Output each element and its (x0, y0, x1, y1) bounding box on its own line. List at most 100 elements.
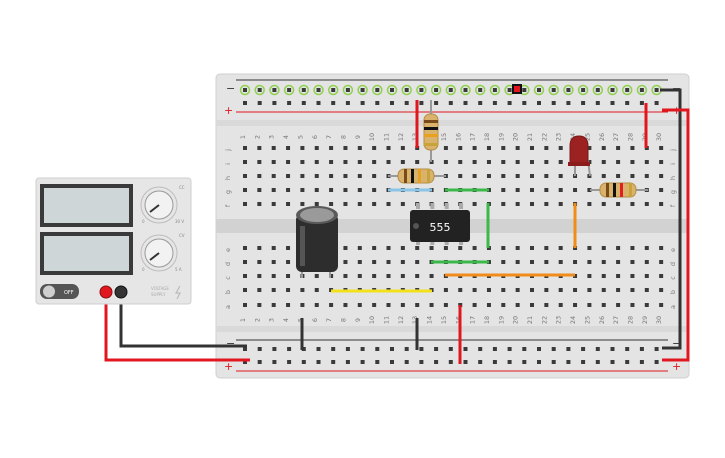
strip-hole[interactable] (300, 160, 305, 164)
strip-hole[interactable] (601, 160, 606, 164)
strip-hole[interactable] (343, 146, 348, 150)
strip-hole[interactable] (458, 288, 463, 292)
strip-hole[interactable] (630, 288, 635, 292)
strip-hole[interactable] (386, 202, 391, 206)
strip-hole[interactable] (415, 260, 420, 264)
strip-hole[interactable] (443, 288, 448, 292)
rail-hole[interactable] (360, 347, 365, 351)
rail-hole[interactable] (404, 360, 409, 364)
rail-hole[interactable] (345, 347, 350, 351)
strip-hole[interactable] (257, 303, 262, 307)
rail-hole[interactable] (507, 360, 512, 364)
rail-hole[interactable] (390, 347, 394, 351)
strip-hole[interactable] (630, 174, 635, 178)
strip-hole[interactable] (314, 174, 319, 178)
strip-hole[interactable] (544, 146, 549, 150)
strip-hole[interactable] (601, 174, 606, 178)
rail-hole[interactable] (243, 360, 247, 364)
strip-hole[interactable] (286, 202, 291, 206)
strip-hole[interactable] (243, 303, 247, 307)
strip-hole[interactable] (243, 174, 247, 178)
strip-hole[interactable] (544, 288, 549, 292)
strip-hole[interactable] (501, 160, 506, 164)
strip-hole[interactable] (458, 174, 463, 178)
rail-hole[interactable] (316, 360, 321, 364)
rail-hole[interactable] (331, 360, 336, 364)
rail-hole[interactable] (448, 360, 453, 364)
rail-hole[interactable] (537, 360, 541, 364)
strip-hole[interactable] (314, 303, 319, 307)
strip-hole[interactable] (343, 188, 348, 192)
strip-hole[interactable] (601, 303, 606, 307)
rail-hole[interactable] (272, 101, 277, 105)
strip-hole[interactable] (415, 303, 420, 307)
strip-hole[interactable] (286, 303, 291, 307)
strip-hole[interactable] (616, 260, 621, 264)
rail-hole[interactable] (551, 101, 556, 105)
rail-hole[interactable] (331, 88, 336, 92)
strip-hole[interactable] (515, 202, 520, 206)
rail-hole[interactable] (610, 101, 615, 105)
strip-hole[interactable] (644, 246, 649, 250)
strip-hole[interactable] (501, 188, 506, 192)
power-supply[interactable]: CC CV 30 V 0 5 A 0 OFF VOLTAGE SUPPLY (35, 177, 192, 305)
rail-hole[interactable] (360, 360, 365, 364)
strip-hole[interactable] (659, 288, 664, 292)
strip-hole[interactable] (300, 288, 305, 292)
strip-hole[interactable] (271, 160, 276, 164)
rail-hole[interactable] (448, 88, 453, 92)
rail-hole[interactable] (537, 88, 541, 92)
strip-hole[interactable] (601, 146, 606, 150)
strip-hole[interactable] (486, 146, 491, 150)
strip-hole[interactable] (515, 188, 520, 192)
strip-hole[interactable] (286, 174, 291, 178)
rail-hole[interactable] (625, 88, 630, 92)
rail-hole[interactable] (478, 347, 483, 351)
rail-hole[interactable] (434, 88, 439, 92)
strip-hole[interactable] (415, 246, 420, 250)
strip-hole[interactable] (558, 146, 563, 150)
strip-hole[interactable] (286, 288, 291, 292)
strip-hole[interactable] (343, 260, 348, 264)
strip-hole[interactable] (400, 160, 405, 164)
strip-hole[interactable] (400, 303, 405, 307)
strip-hole[interactable] (314, 202, 319, 206)
strip-hole[interactable] (558, 288, 563, 292)
strip-hole[interactable] (386, 303, 391, 307)
strip-hole[interactable] (472, 303, 477, 307)
strip-hole[interactable] (515, 303, 520, 307)
rail-hole[interactable] (419, 360, 424, 364)
strip-hole[interactable] (257, 202, 262, 206)
rail-hole[interactable] (448, 347, 453, 351)
rail-hole[interactable] (331, 347, 336, 351)
strip-hole[interactable] (286, 146, 291, 150)
rail-hole[interactable] (639, 101, 644, 105)
strip-hole[interactable] (271, 202, 276, 206)
strip-hole[interactable] (257, 260, 262, 264)
resistor-vertical[interactable] (423, 100, 439, 162)
strip-hole[interactable] (357, 146, 362, 150)
strip-hole[interactable] (386, 160, 391, 164)
strip-hole[interactable] (530, 160, 534, 164)
strip-hole[interactable] (530, 146, 534, 150)
strip-hole[interactable] (587, 202, 592, 206)
rail-hole[interactable] (419, 101, 424, 105)
strip-hole[interactable] (271, 303, 276, 307)
strip-hole[interactable] (558, 202, 563, 206)
strip-hole[interactable] (243, 274, 247, 278)
strip-hole[interactable] (300, 146, 305, 150)
strip-hole[interactable] (329, 274, 334, 278)
strip-hole[interactable] (472, 202, 477, 206)
strip-hole[interactable] (286, 274, 291, 278)
strip-hole[interactable] (659, 146, 664, 150)
strip-hole[interactable] (257, 274, 262, 278)
strip-hole[interactable] (271, 146, 276, 150)
strip-hole[interactable] (357, 188, 362, 192)
strip-hole[interactable] (472, 160, 477, 164)
rail-hole[interactable] (434, 360, 439, 364)
strip-hole[interactable] (372, 202, 377, 206)
strip-hole[interactable] (372, 146, 377, 150)
rail-hole[interactable] (610, 360, 615, 364)
strip-hole[interactable] (271, 260, 276, 264)
